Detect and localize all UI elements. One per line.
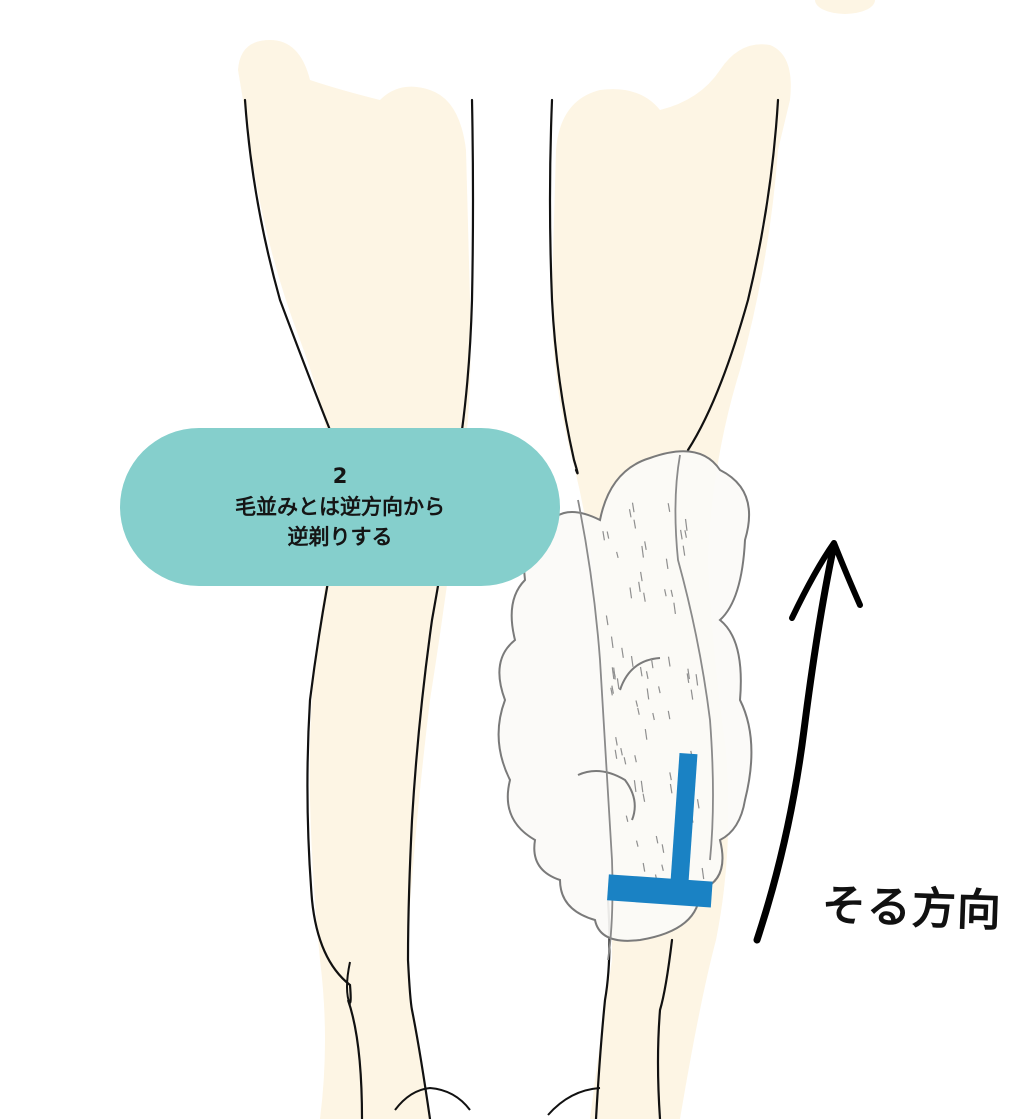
skin-blob-top (815, 0, 875, 14)
hair-mark (667, 656, 671, 667)
hair-mark (655, 835, 659, 844)
arrow-shaft (753, 541, 838, 944)
hair-mark (644, 729, 648, 740)
hair-mark (637, 707, 640, 715)
hair-mark (642, 793, 646, 802)
arrow-head (789, 540, 863, 621)
foam-leg-line-right (674, 454, 714, 861)
hair-mark (665, 558, 669, 569)
hair-mark (650, 657, 654, 669)
hair-mark (633, 519, 637, 529)
hair-mark (611, 685, 614, 694)
hair-mark (638, 581, 641, 592)
hair-mark (616, 551, 619, 559)
hair-mark (620, 747, 623, 756)
hair-mark (641, 545, 644, 558)
hair-mark (625, 815, 629, 822)
shaving-direction-label: そる方向 (821, 879, 1003, 938)
right-leg-outline-outer (686, 98, 780, 452)
hair-mark (658, 686, 661, 694)
hair-mark (635, 840, 639, 847)
left-leg-outline-outer (243, 98, 364, 1119)
hair-mark (664, 589, 667, 597)
hair-mark (667, 503, 671, 513)
hair-mark (611, 667, 615, 680)
left-leg-outline-inner (406, 98, 475, 1119)
hair-mark (670, 589, 674, 597)
foam-inner-curve-2 (619, 657, 661, 691)
hair-mark (642, 862, 646, 872)
razor-handle (670, 752, 698, 886)
hair-mark (614, 749, 618, 759)
hair-mark (631, 502, 635, 513)
hair-mark (640, 780, 644, 793)
hair-mark (695, 674, 699, 686)
hair-mark (621, 647, 624, 658)
hair-mark (610, 636, 614, 648)
hair-mark (684, 518, 688, 531)
hair-mark (634, 755, 637, 763)
hair-mark (630, 656, 634, 667)
hair-mark (644, 541, 647, 551)
right-foot-mark (547, 1087, 601, 1116)
hair-mark (667, 710, 671, 720)
hair-mark (690, 689, 694, 700)
left-ankle-mark (346, 961, 351, 1006)
hair-mark (639, 666, 643, 677)
hair-mark (628, 509, 632, 518)
hair-mark (696, 799, 700, 809)
hair-mark (605, 615, 609, 626)
hair-mark (643, 592, 646, 602)
hair-mark (682, 545, 686, 556)
hair-mark (615, 736, 618, 746)
hair-mark (640, 571, 643, 582)
hair-mark (701, 867, 705, 880)
step-text-line2: 逆剃りする (287, 525, 393, 550)
foam-leg-line-left (577, 499, 614, 961)
hair-mark (602, 531, 605, 541)
hair-mark (623, 757, 627, 765)
hair-mark (646, 688, 650, 700)
razor-icon (607, 752, 713, 908)
step-bubble: 2 毛並みとは逆方向から 逆剃りする (120, 428, 560, 586)
step-number: 2 (332, 464, 348, 489)
hair-mark (680, 529, 683, 540)
hair-mark (684, 530, 687, 538)
razor-head (607, 874, 713, 908)
right-leg-outline-lower-outer (656, 938, 674, 1119)
hair-mark (673, 602, 676, 614)
hair-mark (669, 783, 673, 794)
hair-mark (661, 864, 664, 871)
hair-mark (652, 712, 655, 721)
right-leg-outline-inner (548, 98, 579, 475)
hair-mark (629, 587, 633, 599)
arrow-up-icon (753, 540, 863, 944)
hair-mark (686, 673, 690, 683)
hair-mark (616, 678, 620, 690)
hair-mark (645, 671, 649, 680)
hair-mark (661, 844, 665, 853)
hair-mark (606, 531, 610, 539)
hair-mark (669, 772, 672, 781)
left-foot-mark (394, 1086, 471, 1111)
hair-mark (610, 687, 613, 696)
foam-inner-curve-1 (577, 770, 636, 821)
hair-mark (633, 780, 637, 792)
leg-hair-marks (602, 502, 705, 888)
hair-mark (635, 700, 639, 707)
step-text-line1: 毛並みとは逆方向から (235, 494, 445, 519)
hair-mark (613, 667, 616, 680)
hair-mark (687, 668, 690, 680)
